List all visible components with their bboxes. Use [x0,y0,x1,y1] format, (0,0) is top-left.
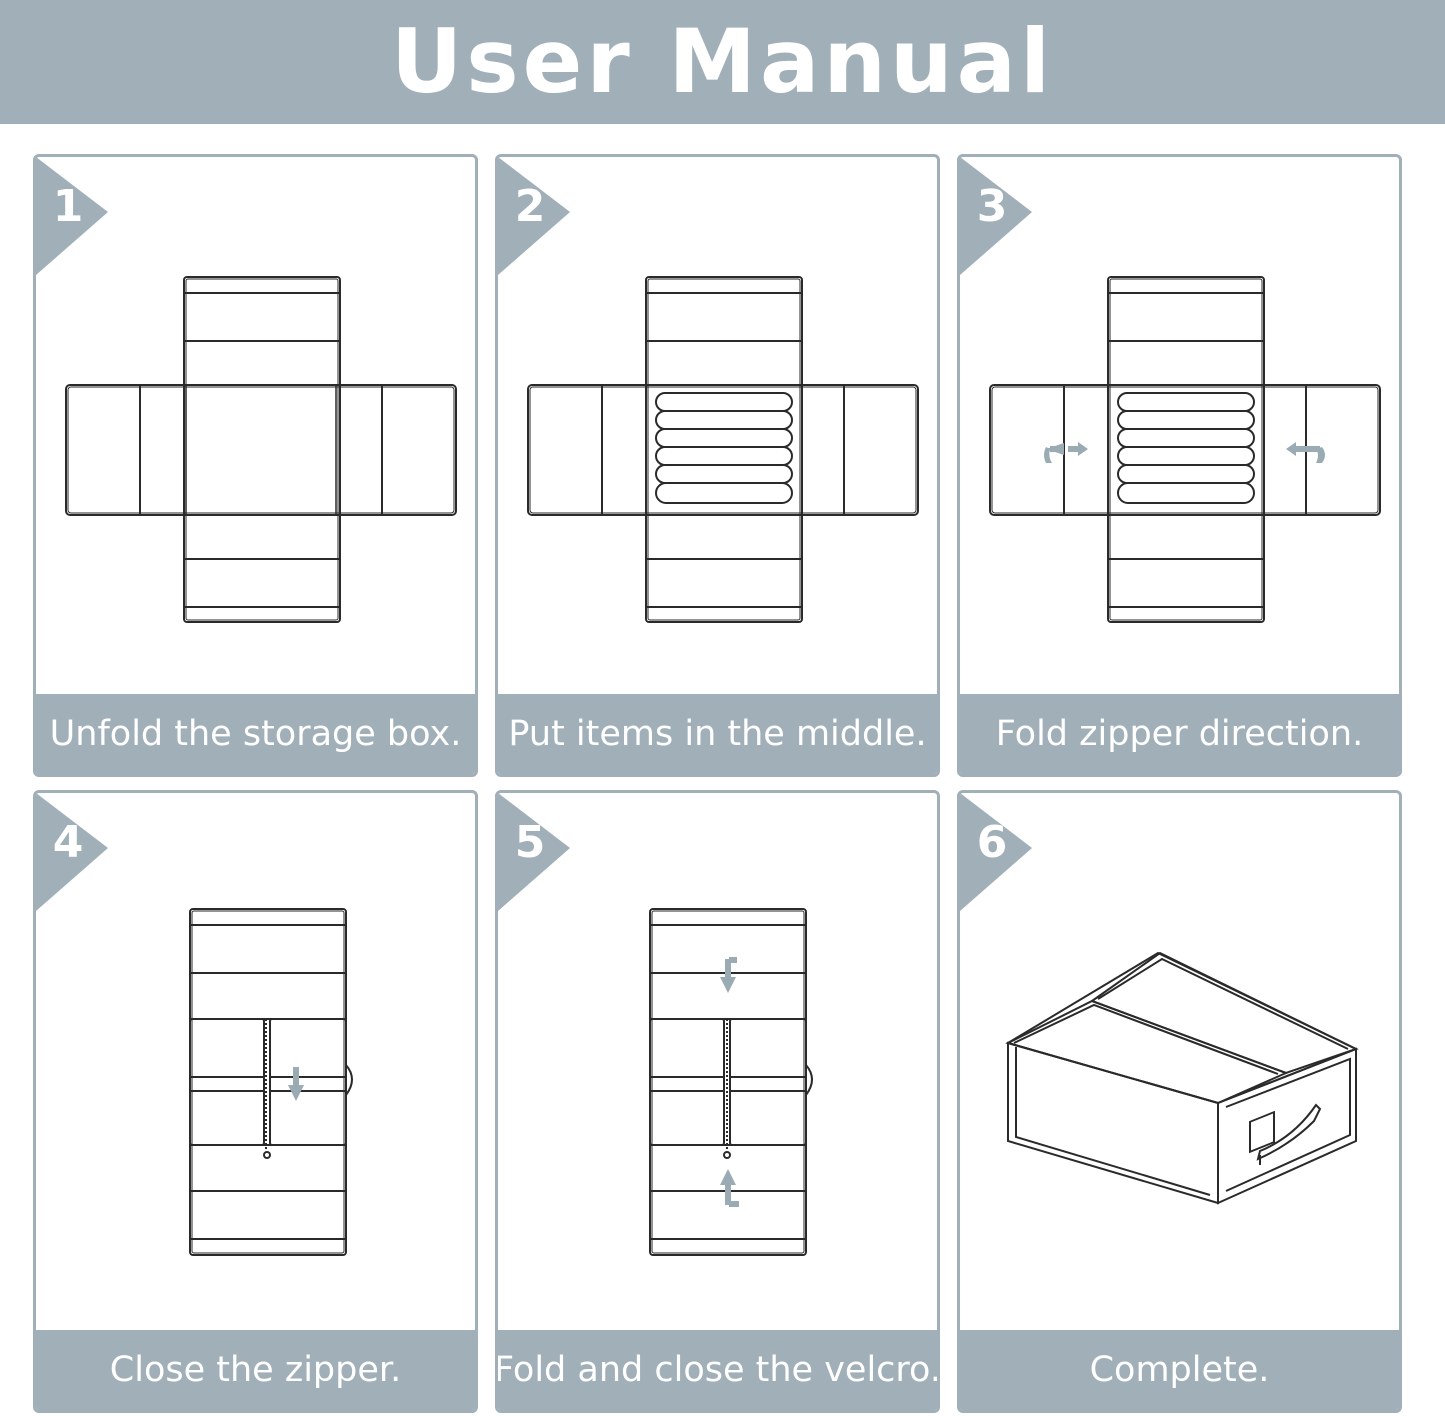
step-number: 2 [514,181,546,232]
step-number: 5 [514,817,546,868]
step-number: 4 [52,817,84,868]
step-card-1: 1 Unfold the storage box. [33,154,478,777]
step-badge: 4 [36,793,108,911]
step-badge: 1 [36,157,108,275]
step-caption: Put items in the middle. [498,694,937,774]
folded-clothes-stack [655,392,793,504]
fold-velcro-illustration [649,908,813,1256]
step-card-2: 2 Put items in the middle. [495,154,940,777]
step-badge: 5 [498,793,570,911]
step-caption: Close the zipper. [36,1330,475,1410]
arrow-up-icon [720,1169,739,1207]
arrow-down-icon [720,957,737,993]
step-card-6: 6 Complete. [957,790,1402,1413]
close-zipper-illustration [189,908,353,1256]
step-number: 3 [976,181,1008,232]
step-card-4: 4 Close the zipper. [33,790,478,1413]
step-number: 1 [52,181,84,232]
fold-arrow-left-icon [1044,442,1088,463]
step-caption: Unfold the storage box. [36,694,475,774]
step-badge: 2 [498,157,570,275]
step-caption: Fold zipper direction. [960,694,1399,774]
page-title: User Manual [390,10,1055,113]
step-badge: 3 [960,157,1032,275]
step-card-3: 3 Fo [957,154,1402,777]
step-caption: Complete. [960,1330,1399,1410]
step-caption: Fold and close the velcro. [498,1330,937,1410]
fold-arrow-right-icon [1286,442,1325,463]
step-badge: 6 [960,793,1032,911]
arrow-down-icon [288,1067,304,1101]
unfolded-box-illustration [65,276,457,623]
items-in-middle-illustration [527,276,919,623]
step-number: 6 [976,817,1008,868]
header-banner: User Manual [0,0,1445,124]
fold-zipper-illustration [989,276,1381,623]
completed-box-illustration [1005,951,1359,1205]
step-card-5: 5 Fold and close the velcro. [495,790,940,1413]
